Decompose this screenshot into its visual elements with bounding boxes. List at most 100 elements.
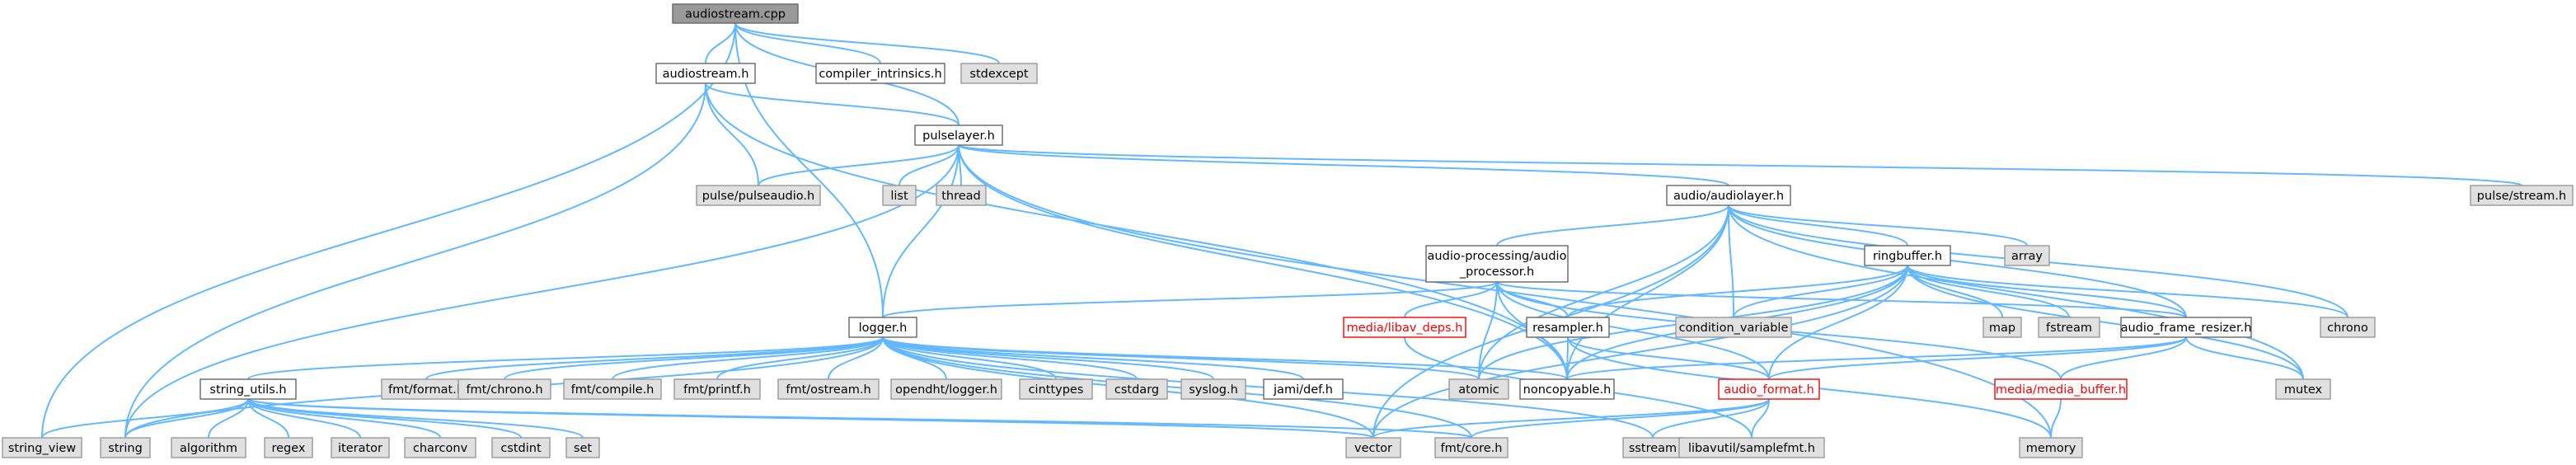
- edge-audio-audiolayer-h-to-array: [1728, 204, 2028, 247]
- node-pulse-pulseaudio-h: pulse/pulseaudio.h: [696, 185, 821, 206]
- edge-string-utils-h-to-set: [247, 398, 584, 439]
- edge-ringbuffer-h-to-mutex: [1907, 265, 2304, 380]
- node-label: list: [890, 190, 908, 203]
- edge-string-utils-h-to-string: [124, 398, 249, 439]
- node-label: array: [2011, 250, 2043, 263]
- node-label: opendht/logger.h: [895, 383, 997, 397]
- node-memory: memory: [2019, 437, 2083, 458]
- node-pulselayer-h[interactable]: pulselayer.h: [914, 124, 1003, 146]
- node-fmt-ostream-h: fmt/ostream.h: [777, 378, 880, 400]
- edge-audio-format-h-to-sstream: [1652, 398, 1770, 439]
- node-box: [2038, 317, 2100, 338]
- node-string-utils-h[interactable]: string_utils.h: [199, 378, 297, 400]
- node-mutex: mutex: [2275, 378, 2331, 400]
- node-label: syslog.h: [1189, 383, 1238, 397]
- node-ringbuffer-h[interactable]: ringbuffer.h: [1864, 245, 1951, 266]
- node-logger-h[interactable]: logger.h: [848, 317, 917, 338]
- node-box: [2275, 378, 2331, 400]
- node-box: [1718, 378, 1820, 400]
- node-cinttypes: cinttypes: [1019, 378, 1093, 400]
- node-map: map: [1982, 317, 2022, 338]
- node-label: fmt/compile.h: [571, 383, 655, 397]
- node-label: audio-processing/audio: [1428, 250, 1567, 263]
- node-resampler-h[interactable]: resampler.h: [1526, 317, 1610, 338]
- node-box: [672, 3, 799, 24]
- node-list: list: [882, 185, 917, 206]
- node-label: jami/def.h: [1273, 383, 1333, 397]
- node-label: audio_format.h: [1724, 383, 1814, 397]
- edge-audio-processing-audio-to-atomic: [1478, 281, 1498, 380]
- edge-audio-audiolayer-h-to-condition-variable: [1728, 204, 1734, 318]
- edge-audiostream-cpp-to-string-view: [41, 22, 736, 439]
- node-audio-audiolayer-h[interactable]: audio/audiolayer.h: [1666, 185, 1791, 206]
- node-label: set: [574, 442, 592, 455]
- node-syslog-h: syslog.h: [1180, 378, 1246, 400]
- edge-pulselayer-h-to-list: [899, 144, 960, 186]
- node-box: [848, 317, 917, 338]
- node-box: [1666, 185, 1791, 206]
- node-fmt-format-h: fmt/format.h: [381, 378, 472, 400]
- node-box: [457, 378, 551, 400]
- node-audio-processing-audio-processor-h[interactable]: audio-processing/audio _processor.h: [1425, 245, 1569, 283]
- node-jami-def-h[interactable]: jami/def.h: [1263, 378, 1344, 400]
- edge-media-media-buffer-h-to-memory: [2050, 398, 2062, 439]
- node-box: [882, 185, 917, 206]
- node-label: logger.h: [859, 322, 908, 335]
- node-box: [381, 378, 472, 400]
- node-chrono: chrono: [2320, 317, 2376, 338]
- node-label: condition_variable: [1679, 322, 1789, 335]
- node-label: fmt/printf.h: [683, 383, 751, 397]
- node-label: fmt/format.h: [388, 383, 464, 397]
- node-compiler-intrinsics-h[interactable]: compiler_intrinsics.h: [815, 63, 945, 84]
- node-box: [331, 437, 390, 458]
- node-box: [2320, 317, 2376, 338]
- edge-pulselayer-h-to-audio-audiolayer-h: [958, 144, 1729, 186]
- node-box: [1519, 378, 1615, 400]
- node-box: [1448, 378, 1509, 400]
- edge-audio-format-h-to-fmt-core-h: [1471, 398, 1770, 439]
- node-audiostream-h[interactable]: audiostream.h: [655, 63, 756, 84]
- node-box: [1105, 378, 1168, 400]
- node-box: [1434, 437, 1509, 458]
- node-label: media/media_buffer.h: [1996, 383, 2126, 397]
- node-label: pulselayer.h: [922, 129, 995, 143]
- edge-audio-frame-resizer-h-to-audio-format-h: [1768, 336, 2187, 380]
- node-label: audiostream.cpp: [685, 8, 786, 21]
- edge-logger-h-to-fmt-core-h: [882, 336, 1472, 439]
- edge-logger-h-to-string-utils-h: [247, 336, 884, 380]
- node-label: resampler.h: [1532, 322, 1603, 335]
- edge-audio-audiolayer-h-to-audio-frame-resizer-h: [1728, 204, 2187, 318]
- node-label: atomic: [1458, 383, 1499, 397]
- node-media-media-buffer-h[interactable]: media/media_buffer.h: [1994, 378, 2128, 400]
- node-condition-variable: condition_variable: [1675, 317, 1792, 338]
- edge-string-utils-h-to-charconv: [247, 398, 441, 439]
- node-thread: thread: [936, 185, 987, 206]
- node-label-line2: _processor.h: [1459, 265, 1534, 279]
- edge-logger-h-to-syslog-h: [882, 336, 1214, 380]
- edge-logger-h-to-fmt-compile-h: [612, 336, 884, 380]
- node-set: set: [565, 437, 600, 458]
- node-layer: audiostream.cpp audiostream.h compiler_int…: [2, 3, 2574, 458]
- node-box: [696, 185, 821, 206]
- node-audio-frame-resizer-h[interactable]: audio_frame_resizer.h: [2120, 317, 2252, 338]
- node-box: [1343, 317, 1466, 338]
- node-opendht-logger-h: opendht/logger.h: [890, 378, 1002, 400]
- node-box: [2019, 437, 2083, 458]
- edge-logger-h-to-fmt-chrono-h: [504, 336, 884, 380]
- edge-audiostream-h-to-pulse-pulseaudio-h: [705, 82, 759, 186]
- node-media-libav-deps-h[interactable]: media/libav_deps.h: [1343, 317, 1466, 338]
- node-label: cinttypes: [1029, 383, 1084, 397]
- node-audio-format-h[interactable]: audio_format.h: [1718, 378, 1820, 400]
- node-box: [1345, 437, 1401, 458]
- node-fmt-chrono-h: fmt/chrono.h: [457, 378, 551, 400]
- node-iterator: iterator: [331, 437, 390, 458]
- edge-audio-processing-audio-to-resampler-h: [1496, 281, 1569, 318]
- edge-pulselayer-h-to-logger-h: [882, 144, 960, 318]
- edge-ringbuffer-h-to-chrono: [1907, 265, 2348, 318]
- node-label: fmt/chrono.h: [466, 383, 542, 397]
- node-noncopyable-h[interactable]: noncopyable.h: [1519, 378, 1615, 400]
- node-box: [1994, 378, 2128, 400]
- node-box: [404, 437, 476, 458]
- node-label: string_utils.h: [209, 383, 286, 397]
